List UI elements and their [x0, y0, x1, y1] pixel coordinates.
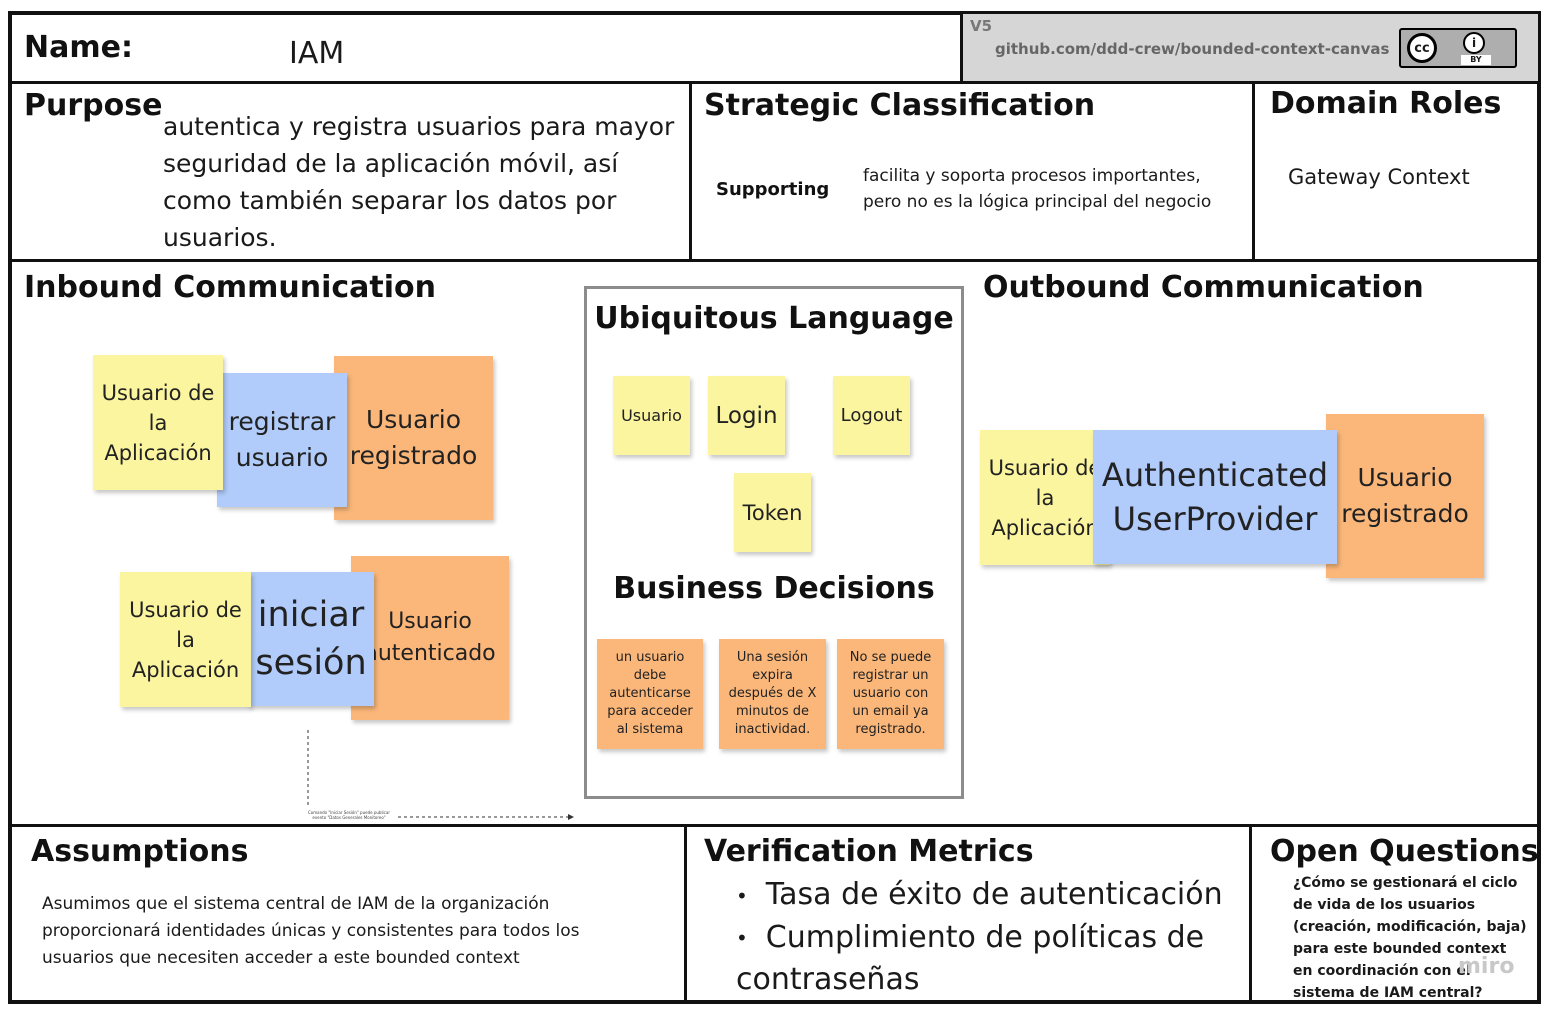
inbound-event-note[interactable]: Usuario registrado: [334, 356, 493, 520]
strategic-title: Strategic Classification: [704, 88, 1096, 123]
verification-title: Verification Metrics: [704, 834, 1034, 869]
purpose-title: Purpose: [24, 88, 163, 123]
divider: [10, 824, 1539, 827]
assumptions-title: Assumptions: [31, 834, 249, 869]
dashed-connector: [307, 730, 574, 820]
verification-list: •Tasa de éxito de autenticación •Cumplim…: [708, 874, 1243, 1001]
inbound-event-note[interactable]: Usuario autenticado: [351, 556, 509, 720]
inbound-message-note[interactable]: iniciar sesión: [248, 572, 374, 706]
term-note[interactable]: Logout: [833, 376, 910, 455]
divider: [960, 14, 963, 82]
outbound-message-note[interactable]: Authenticated UserProvider: [1093, 430, 1337, 564]
creative-commons-by-icon: cc i BY: [1399, 28, 1517, 68]
inbound-collaborator-note[interactable]: Usuario de la Aplicación: [93, 355, 223, 490]
decision-note[interactable]: un usuario debe autenticarse para accede…: [597, 639, 703, 749]
context-name[interactable]: IAM: [289, 36, 345, 71]
strategic-description[interactable]: facilita y soporta procesos importantes,…: [863, 166, 1212, 212]
assumptions-text[interactable]: Asumimos que el sistema central de IAM d…: [42, 894, 580, 968]
version-label: V5: [970, 17, 993, 35]
canvas-frame: [8, 11, 1541, 1004]
outbound-title: Outbound Communication: [983, 270, 1424, 305]
name-label: Name:: [24, 30, 133, 65]
metric-item[interactable]: •Cumplimiento de políticas de contraseña…: [736, 919, 1205, 998]
inbound-message-note[interactable]: registrar usuario: [217, 373, 347, 507]
by-label: BY: [1461, 55, 1491, 65]
business-decisions-title: Business Decisions: [613, 571, 935, 606]
decision-note[interactable]: No se puede registrar un usuario con un …: [837, 639, 944, 749]
decision-note[interactable]: Una sesión expira después de X minutos d…: [719, 639, 826, 749]
divider: [10, 81, 1539, 84]
purpose-text[interactable]: autentica y registra usuarios para mayor…: [163, 112, 675, 252]
outbound-collaborator-note[interactable]: Usuario de la Aplicación: [980, 430, 1110, 565]
domain-roles-title: Domain Roles: [1270, 86, 1502, 121]
outbound-event-note[interactable]: Usuario registrado: [1326, 414, 1484, 578]
open-questions-title: Open Questions: [1270, 834, 1539, 869]
term-note[interactable]: Token: [734, 473, 811, 552]
metric-item[interactable]: •Tasa de éxito de autenticación: [736, 877, 1223, 912]
strategic-label[interactable]: Supporting: [716, 179, 830, 200]
divider: [689, 83, 692, 260]
inbound-collaborator-note[interactable]: Usuario de la Aplicación: [120, 572, 251, 707]
divider: [1252, 83, 1255, 260]
repo-link[interactable]: github.com/ddd-crew/bounded-context-canv…: [995, 40, 1390, 58]
miro-watermark: miro: [1458, 954, 1515, 979]
term-note[interactable]: Usuario: [613, 376, 690, 455]
divider: [684, 826, 687, 1002]
cc-icon: cc: [1407, 33, 1437, 63]
ubiquitous-title: Ubiquitous Language: [594, 301, 954, 336]
tiny-connector-note: Comando "Iniciar Sesión" puede publicar …: [308, 810, 390, 820]
open-question-text[interactable]: ¿Cómo se gestionará el ciclo de vida de …: [1293, 875, 1527, 1001]
divider: [10, 259, 1539, 262]
inbound-title: Inbound Communication: [24, 270, 437, 305]
domain-role-value[interactable]: Gateway Context: [1288, 165, 1470, 189]
attribution-icon: i: [1463, 32, 1485, 54]
term-note[interactable]: Login: [708, 376, 785, 455]
divider: [1249, 826, 1252, 1002]
